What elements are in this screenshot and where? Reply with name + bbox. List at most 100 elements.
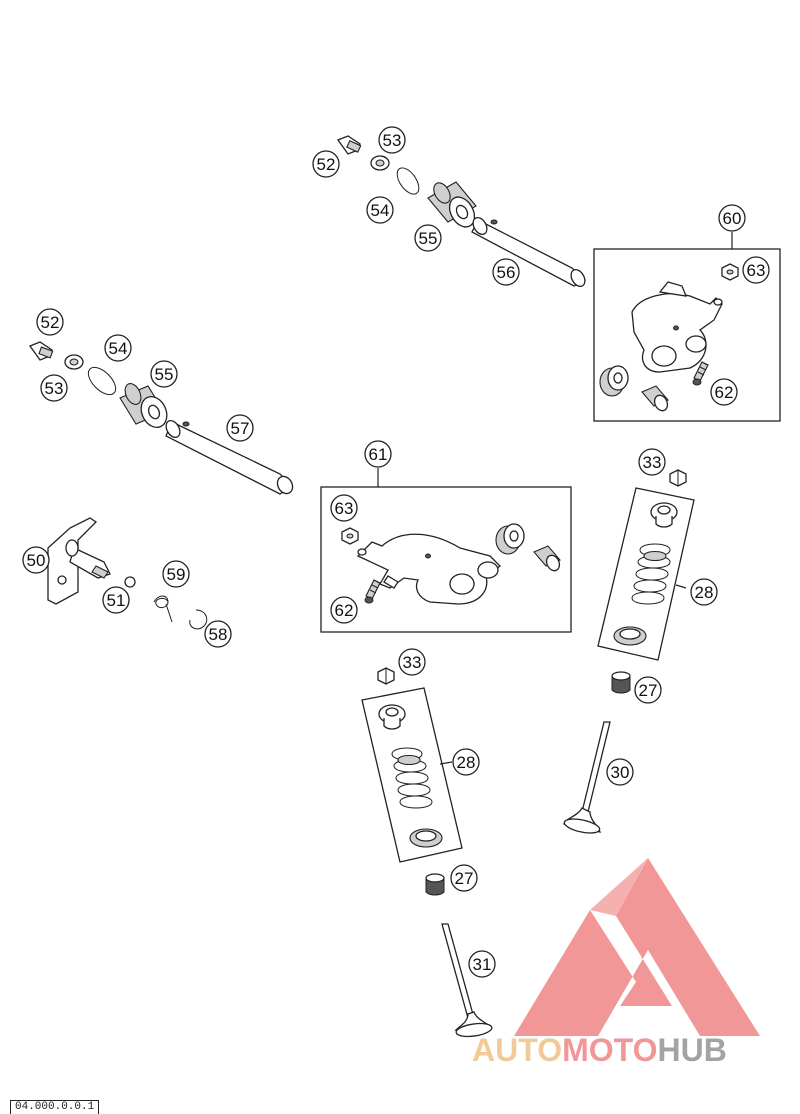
callout-circle — [150, 360, 178, 388]
callout-c28b: 28 — [452, 748, 480, 776]
rocker-shaft-57 — [165, 419, 294, 495]
nut-63-lower — [341, 527, 359, 545]
valve-seal-27-left — [425, 873, 445, 896]
roller-upper-60 — [599, 365, 629, 397]
callout-c33b: 33 — [398, 648, 426, 676]
callout-number: 62 — [335, 601, 354, 620]
callout-circle — [204, 620, 232, 648]
callout-number: 62 — [715, 383, 734, 402]
watermark-moto: MOTO — [562, 1032, 657, 1068]
callout-circle — [330, 596, 358, 624]
rocker-shaft-assembly-upper — [336, 135, 587, 288]
callout-number: 61 — [369, 445, 388, 464]
callout-c27b: 27 — [450, 864, 478, 892]
callout-number: 33 — [403, 653, 422, 672]
circlip-58 — [189, 609, 208, 630]
callout-number: 55 — [155, 365, 174, 384]
valve-seal-27-right — [611, 671, 631, 694]
bushing-55-upper — [427, 181, 477, 228]
o-ring-54-left — [87, 366, 117, 396]
valve-spring-28-right — [631, 543, 671, 605]
callout-circle — [638, 448, 666, 476]
callout-number: 51 — [107, 591, 126, 610]
ball-51 — [124, 576, 136, 588]
callout-number: 27 — [639, 681, 658, 700]
callout-c31: 31 — [468, 950, 496, 978]
callout-c57: 57 — [226, 414, 254, 442]
callout-c54a: 54 — [366, 196, 394, 224]
callout-c58: 58 — [204, 620, 232, 648]
callout-number: 59 — [167, 565, 186, 584]
valve-30 — [563, 721, 611, 834]
watermark-triangle-mark — [514, 858, 760, 1036]
callout-circle — [366, 196, 394, 224]
callout-c63b: 63 — [330, 494, 358, 522]
callout-number: 27 — [455, 869, 474, 888]
collet-33-left — [377, 667, 395, 685]
collet-33-right — [669, 469, 687, 487]
callout-c55b: 55 — [150, 360, 178, 388]
callout-number: 58 — [209, 625, 228, 644]
pin-lower-61 — [533, 545, 561, 572]
spring-retainer-right — [650, 502, 678, 528]
callout-c33a: 33 — [638, 448, 666, 476]
rocker-shaft-assembly-left — [28, 341, 294, 495]
callout-c28a: 28 — [690, 578, 718, 606]
callout-number: 57 — [231, 419, 250, 438]
callout-number: 56 — [497, 263, 516, 282]
callout-circle — [102, 586, 130, 614]
valve-spring-group-left — [361, 667, 493, 1038]
callout-number: 53 — [383, 131, 402, 150]
bolt-52-upper — [336, 135, 362, 155]
roller-lower-61 — [495, 523, 525, 555]
bushing-55-left — [119, 383, 168, 429]
callout-c53b: 53 — [40, 374, 68, 402]
callout-circle — [22, 546, 50, 574]
callout-circle — [452, 748, 480, 776]
callout-circle — [330, 494, 358, 522]
callout-number: 52 — [41, 313, 60, 332]
callout-c27a: 27 — [634, 676, 662, 704]
rocker-arm-61 — [356, 533, 502, 605]
callout-layer: 5253545556606362525455535761636233282730… — [22, 126, 770, 978]
washer-53-left — [64, 354, 84, 370]
pin-upper-60 — [641, 385, 669, 412]
valve-spring-28-left — [391, 747, 433, 809]
callout-c50: 50 — [22, 546, 50, 574]
callout-circle — [40, 374, 68, 402]
callout-c30: 30 — [606, 758, 634, 786]
callout-c51: 51 — [102, 586, 130, 614]
callout-number: 33 — [643, 453, 662, 472]
callout-c52a: 52 — [312, 150, 340, 178]
adjuster-screw-62-upper — [692, 361, 709, 386]
decompressor-shaft-50 — [47, 517, 111, 605]
adjuster-screw-62-lower — [364, 579, 381, 604]
callout-c56: 56 — [492, 258, 520, 286]
callout-number: 63 — [747, 261, 766, 280]
callout-c52b: 52 — [36, 308, 64, 336]
nut-63-upper — [721, 263, 739, 281]
valve-31 — [441, 923, 493, 1038]
callout-c62b: 62 — [330, 596, 358, 624]
callout-circle — [226, 414, 254, 442]
callout-number: 30 — [611, 763, 630, 782]
spring-seat-right — [613, 626, 647, 646]
callout-circle — [450, 864, 478, 892]
spring-seat-left — [409, 828, 443, 848]
callout-number: 55 — [419, 229, 438, 248]
callout-circle — [312, 150, 340, 178]
callout-number: 54 — [371, 201, 390, 220]
washer-53-upper — [370, 155, 390, 171]
callout-circle — [162, 560, 190, 588]
callout-circle — [690, 578, 718, 606]
callout-number: 50 — [27, 551, 46, 570]
callout-circle — [398, 648, 426, 676]
spring-59 — [153, 595, 173, 623]
rocker-arm-box-61 — [320, 468, 572, 633]
rocker-shaft-56 — [471, 216, 587, 288]
watermark-logo: AUTOMOTOHUB — [472, 858, 760, 1068]
callout-c54b: 54 — [104, 334, 132, 362]
watermark-auto: AUTO — [472, 1032, 562, 1068]
callout-circle — [492, 258, 520, 286]
